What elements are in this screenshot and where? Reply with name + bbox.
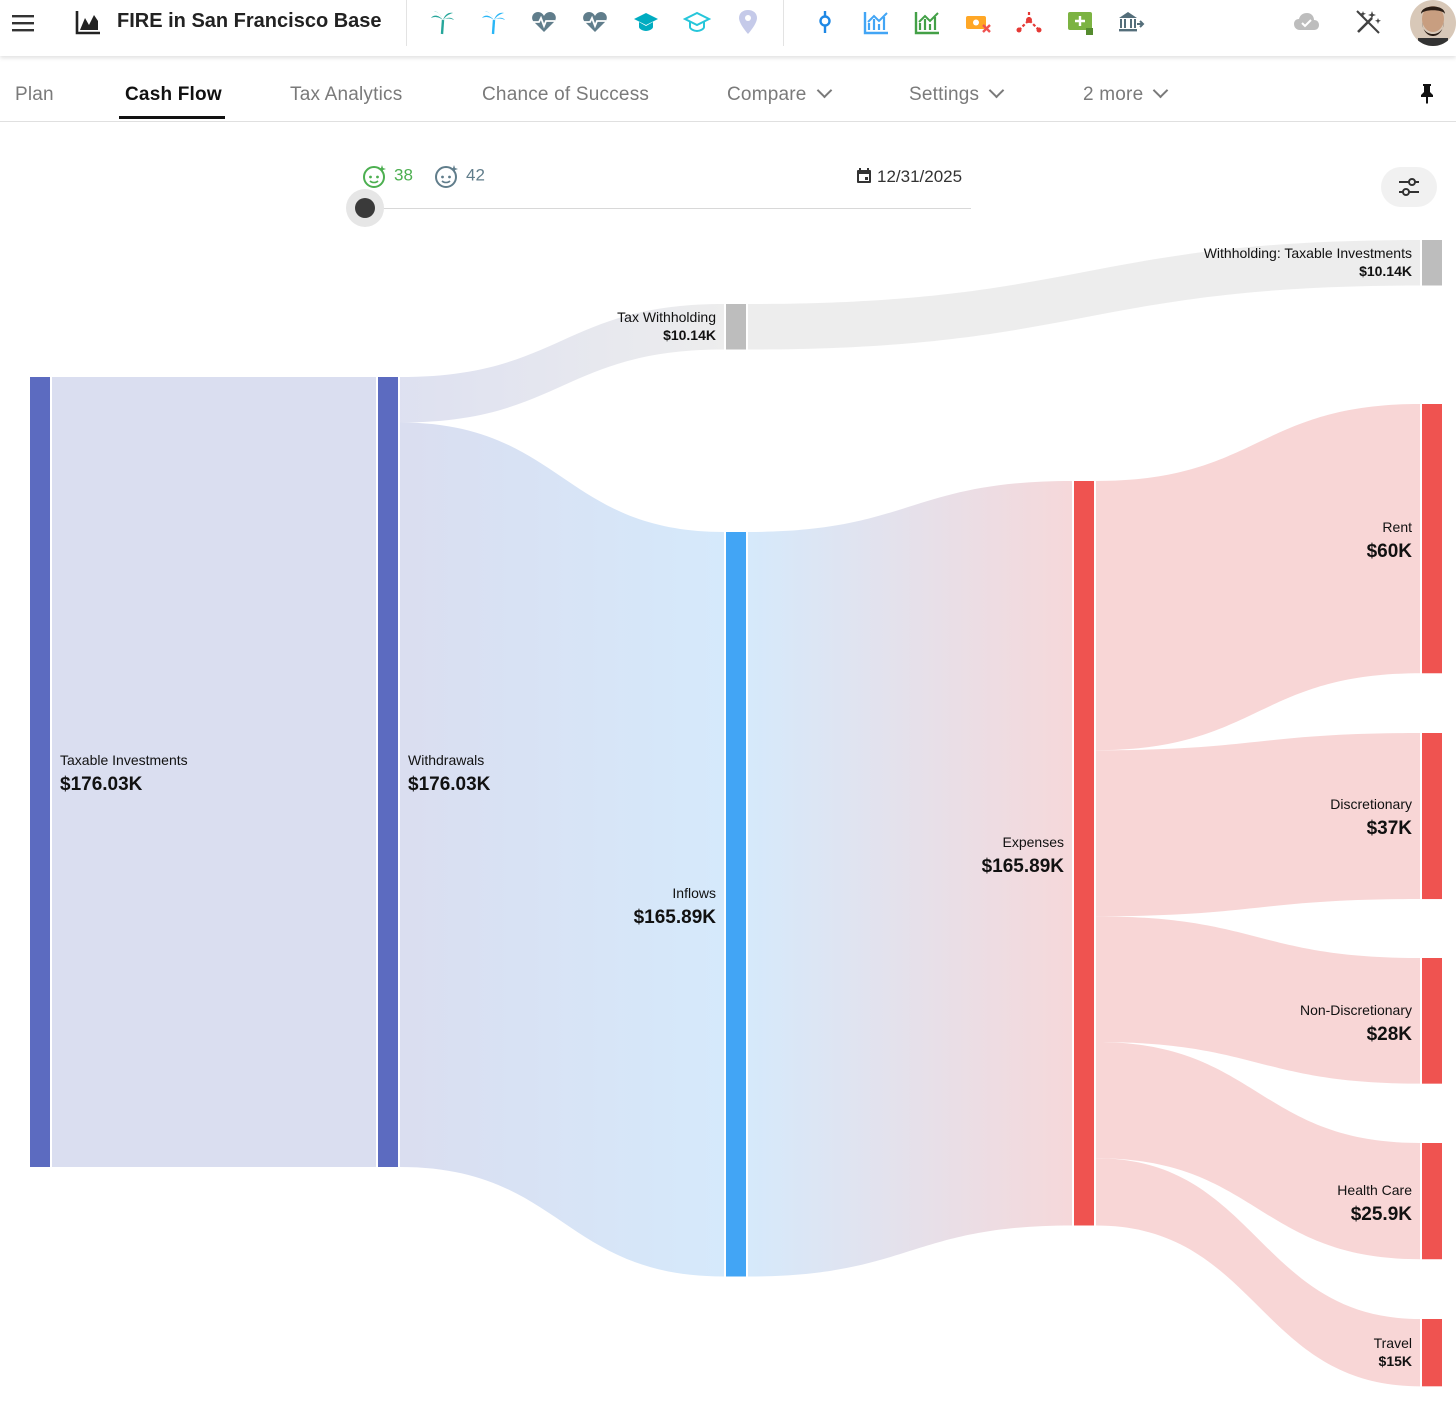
cloud-done-icon[interactable] (1292, 8, 1320, 36)
node-bar-health-care[interactable] (1422, 1143, 1442, 1260)
node-label-discretionary: Discretionary (1330, 796, 1412, 812)
tab-chance-of-success[interactable]: Chance of Success (482, 84, 650, 105)
node-bar-tax-withholding[interactable] (726, 304, 746, 350)
timeline-date[interactable]: 12/31/2025 (855, 167, 962, 187)
flow-link-inflows-to-expenses[interactable] (748, 481, 1072, 1277)
age-self[interactable]: 38 (362, 163, 413, 189)
node-label-taxable: Taxable Investments (60, 752, 188, 768)
node-bar-non-discretionary[interactable] (1422, 958, 1442, 1084)
commit-icon[interactable] (811, 8, 839, 36)
tab-bar: Plan Cash Flow Tax Analytics Chance of S… (0, 64, 1456, 122)
node-label-tax-withholding: Tax Withholding (617, 309, 716, 325)
user-avatar[interactable] (1410, 0, 1456, 46)
node-value-travel: $15K (1379, 1353, 1412, 1369)
node-value-inflows: $165.89K (634, 907, 717, 928)
age-self-value: 38 (394, 165, 413, 185)
chart-up-green-icon[interactable] (913, 8, 941, 36)
tab-more[interactable]: 2 more (1083, 82, 1169, 106)
filter-settings-button[interactable] (1381, 167, 1437, 207)
bank-transfer-icon[interactable] (1117, 8, 1145, 36)
chevron-down-icon (816, 82, 832, 99)
avatar-icon (1410, 0, 1456, 46)
tab-cash-flow[interactable]: Cash Flow (125, 84, 222, 105)
age-partner[interactable]: 42 (434, 163, 485, 189)
node-value-withholding-taxable: $10.14K (1359, 263, 1412, 279)
graduation-cap-icon[interactable] (632, 8, 660, 36)
slider-thumb-dot (355, 198, 375, 218)
toolbar-divider (406, 0, 407, 46)
node-bar-rent[interactable] (1422, 404, 1442, 674)
node-bar-travel[interactable] (1422, 1319, 1442, 1387)
flow-link-expenses-to-travel[interactable] (1096, 1158, 1420, 1387)
chevron-down-icon (988, 82, 1005, 99)
top-app-bar: FIRE in San Francisco Base (0, 0, 1456, 56)
node-label-health-care: Health Care (1337, 1182, 1412, 1198)
node-value-discretionary: $37K (1367, 818, 1413, 839)
flow-link-expenses-to-discretionary[interactable] (1096, 733, 1420, 917)
node-value-tax-withholding: $10.14K (663, 327, 716, 343)
magic-off-icon[interactable] (1354, 8, 1382, 36)
node-label-withholding-taxable: Withholding: Taxable Investments (1204, 245, 1412, 261)
palm-tree-outline-icon[interactable] (479, 8, 507, 36)
node-label-inflows: Inflows (672, 885, 716, 901)
hamburger-menu-icon[interactable] (10, 10, 36, 36)
node-value-rent: $60K (1367, 541, 1413, 562)
map-pin-icon[interactable] (734, 8, 762, 36)
pin-icon[interactable] (1418, 82, 1436, 104)
heart-pulse-outline-icon[interactable] (581, 8, 609, 36)
chart-up-icon[interactable] (862, 8, 890, 36)
node-value-taxable: $176.03K (60, 774, 143, 795)
tab-settings-label: Settings (909, 84, 980, 105)
node-label-rent: Rent (1382, 519, 1412, 535)
tab-compare[interactable]: Compare (727, 82, 832, 106)
flow-link-tax_withholding-to-withholding_taxable[interactable] (748, 240, 1420, 350)
app-title[interactable]: FIRE in San Francisco Base (117, 10, 382, 32)
app-logo-icon[interactable] (74, 8, 102, 36)
palm-tree-icon[interactable] (428, 8, 456, 36)
toolbar-divider (783, 0, 784, 46)
active-tab-indicator (119, 116, 225, 119)
node-value-withdrawals: $176.03K (408, 774, 491, 795)
timeline-slider-thumb[interactable] (346, 189, 384, 227)
face-happy-icon (363, 165, 386, 188)
tab-settings[interactable]: Settings (909, 82, 1005, 106)
node-label-withdrawals: Withdrawals (408, 752, 484, 768)
flow-link-expenses-to-non_discretionary[interactable] (1096, 916, 1420, 1084)
node-bar-discretionary[interactable] (1422, 733, 1442, 900)
money-off-icon[interactable] (964, 8, 992, 36)
node-label-non-discretionary: Non-Discretionary (1300, 1002, 1412, 1018)
face-icon (435, 165, 458, 188)
node-bar-taxable[interactable] (30, 377, 50, 1167)
calendar-icon (857, 168, 871, 183)
node-bar-withholding-taxable[interactable] (1422, 240, 1442, 286)
flow-link-expenses-to-health_care[interactable] (1096, 1041, 1420, 1260)
flow-link-expenses-to-rent[interactable] (1096, 404, 1420, 751)
chevron-down-icon (1153, 82, 1169, 99)
sliders-icon (1399, 178, 1419, 196)
flow-link-withdrawals-to-inflows[interactable] (400, 422, 724, 1277)
node-label-expenses: Expenses (1003, 834, 1064, 850)
timeline-slider-track[interactable] (365, 208, 971, 209)
flow-link-taxable-to-withdrawals[interactable] (52, 377, 376, 1167)
node-bar-expenses[interactable] (1074, 481, 1094, 1226)
add-card-icon[interactable] (1066, 8, 1094, 36)
node-label-travel: Travel (1374, 1335, 1412, 1351)
age-partner-value: 42 (466, 165, 485, 185)
graduation-cap-outline-icon[interactable] (683, 8, 711, 36)
node-value-expenses: $165.89K (982, 856, 1065, 877)
node-bar-inflows[interactable] (726, 532, 746, 1277)
tab-tax-analytics[interactable]: Tax Analytics (290, 84, 403, 105)
timeline-date-value: 12/31/2025 (877, 167, 963, 186)
heart-pulse-icon[interactable] (530, 8, 558, 36)
split-icon[interactable] (1015, 8, 1043, 36)
tab-compare-label: Compare (727, 84, 807, 105)
node-value-non-discretionary: $28K (1367, 1024, 1413, 1045)
tab-more-label: 2 more (1083, 84, 1144, 105)
node-value-health-care: $25.9K (1351, 1204, 1413, 1225)
tab-plan[interactable]: Plan (15, 84, 54, 105)
flow-link-withdrawals-to-tax_withholding[interactable] (400, 304, 724, 423)
node-bar-withdrawals[interactable] (378, 377, 398, 1167)
